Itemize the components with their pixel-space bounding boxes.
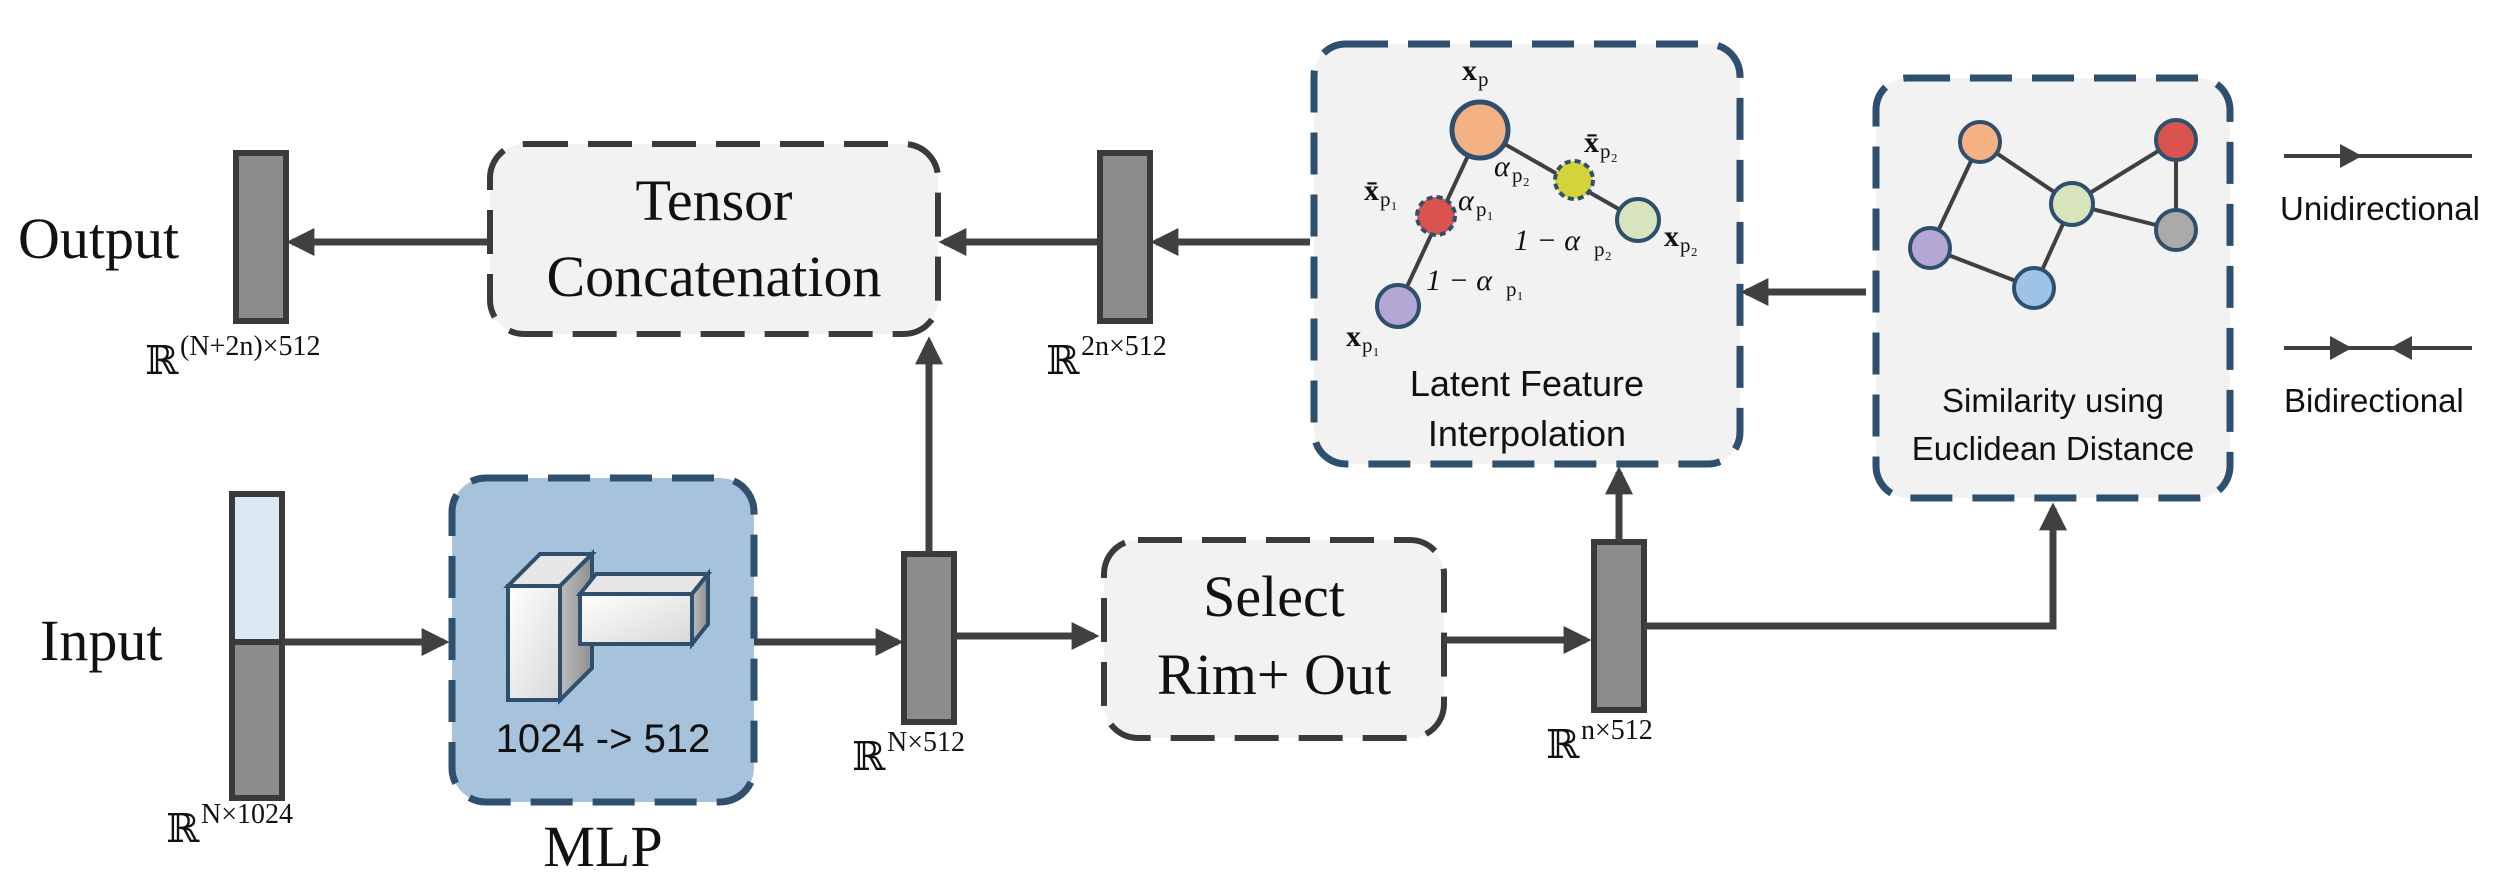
- interp-label-line2: Interpolation: [1428, 413, 1626, 454]
- math-label-one-minus-alpha-p1: 1 − α p₁: [1426, 264, 1524, 301]
- latent-feature-interpolation-box: [1310, 40, 1744, 468]
- interp-label-line1: Latent Feature: [1410, 363, 1644, 404]
- svg-text:x: x: [1664, 220, 1679, 253]
- sim-node-blue: [2012, 266, 2056, 310]
- legend-unidirectional-label: Unidirectional: [2280, 190, 2480, 227]
- sim-node-orange: [1958, 120, 2002, 164]
- sim-node-purple: [1908, 226, 1952, 270]
- math-label-xp: x p: [1462, 54, 1489, 91]
- svg-text:p₂: p₂: [1600, 139, 1618, 163]
- svg-text:p₁: p₁: [1506, 277, 1524, 301]
- interp-dim-label: ℝ 2n×512: [1046, 331, 1167, 383]
- select-output-feature-bar: [1591, 539, 1647, 713]
- svg-text:p₂: p₂: [1512, 163, 1530, 187]
- input-feature-bar-dark: [229, 639, 285, 801]
- similarity-label-line2: Euclidean Distance: [1912, 430, 2195, 467]
- select-out-dim-label: ℝ n×512: [1546, 715, 1653, 767]
- sim-node-green: [2049, 181, 2095, 227]
- svg-text:ℝ: ℝ: [1046, 338, 1080, 383]
- node-xp1-purple: [1375, 283, 1421, 329]
- output-dim-label: ℝ (N+2n)×512: [145, 331, 320, 383]
- svg-text:ℝ: ℝ: [1546, 722, 1580, 767]
- svg-text:ℝ: ℝ: [852, 734, 886, 779]
- svg-text:n×512: n×512: [1581, 715, 1653, 746]
- select-label-line2: Rim+ Out: [1157, 642, 1391, 707]
- svg-text:p₁: p₁: [1380, 187, 1398, 211]
- svg-text:p₁: p₁: [1476, 197, 1494, 221]
- svg-text:α: α: [1494, 150, 1511, 183]
- legend-bidirectional-arrowhead-right: [2330, 336, 2352, 360]
- svg-text:p₂: p₂: [1680, 233, 1698, 257]
- svg-text:1 − α: 1 − α: [1426, 264, 1493, 297]
- node-xbar-p1-red: [1415, 195, 1457, 237]
- mlp-output-feature-bar: [901, 551, 957, 725]
- svg-text:2n×512: 2n×512: [1081, 331, 1167, 362]
- math-label-xp1: x p₁: [1346, 320, 1380, 357]
- output-feature-bar: [233, 150, 289, 324]
- input-feature-bar-light: [229, 491, 285, 645]
- input-dim-label: ℝ N×1024: [166, 799, 293, 851]
- tensor-concatenation-box: [487, 141, 941, 337]
- similarity-label-line1: Similarity using: [1942, 382, 2164, 419]
- math-label-xbar-p2: x̄ p₂: [1584, 126, 1618, 163]
- mlp-label: MLP: [543, 814, 662, 879]
- svg-text:x: x: [1346, 320, 1361, 353]
- sim-node-red: [2154, 118, 2198, 162]
- legend-bidirectional-arrowhead-left: [2390, 336, 2412, 360]
- math-label-xbar-p1: x̄ p₁: [1364, 174, 1398, 211]
- svg-text:α: α: [1458, 184, 1475, 217]
- svg-text:p₂: p₂: [1594, 237, 1612, 261]
- mlp-dims-label: 1024 -> 512: [496, 717, 711, 761]
- concat-label-line1: Tensor: [635, 168, 792, 233]
- select-label-line1: Select: [1203, 564, 1345, 629]
- input-label: Input: [40, 608, 162, 673]
- svg-text:p: p: [1478, 67, 1489, 91]
- svg-text:N×1024: N×1024: [201, 799, 293, 830]
- svg-text:x: x: [1462, 54, 1477, 87]
- sim-node-gray: [2154, 208, 2198, 252]
- svg-text:x̄: x̄: [1584, 126, 1599, 159]
- math-label-alpha-p1: α p₁: [1458, 184, 1494, 221]
- node-xp-orange: [1449, 99, 1511, 161]
- svg-text:ℝ: ℝ: [145, 338, 179, 383]
- mlp-out-dim-label: ℝ N×512: [852, 727, 965, 779]
- legend-bidirectional-label: Bidirectional: [2284, 382, 2464, 419]
- node-xp2-green: [1615, 197, 1661, 243]
- svg-text:(N+2n)×512: (N+2n)×512: [180, 331, 320, 362]
- svg-text:N×512: N×512: [887, 727, 965, 758]
- math-label-alpha-p2: α p₂: [1494, 150, 1530, 187]
- output-label: Output: [18, 206, 179, 271]
- node-xbar-p2-yellow: [1553, 159, 1595, 201]
- arrow-bar-to-similarity: [1644, 502, 2067, 630]
- svg-text:x̄: x̄: [1364, 174, 1379, 207]
- svg-text:ℝ: ℝ: [166, 806, 200, 851]
- concat-label-line2: Concatenation: [546, 244, 881, 309]
- svg-text:1 − α: 1 − α: [1514, 224, 1581, 257]
- svg-text:p₁: p₁: [1362, 333, 1380, 357]
- math-label-one-minus-alpha-p2: 1 − α p₂: [1514, 224, 1612, 261]
- mlp-layers-icon: [503, 549, 713, 705]
- interp-feature-bar: [1097, 150, 1153, 324]
- math-label-xp2: x p₂: [1664, 220, 1698, 257]
- legend-unidirectional-arrowhead: [2340, 144, 2362, 168]
